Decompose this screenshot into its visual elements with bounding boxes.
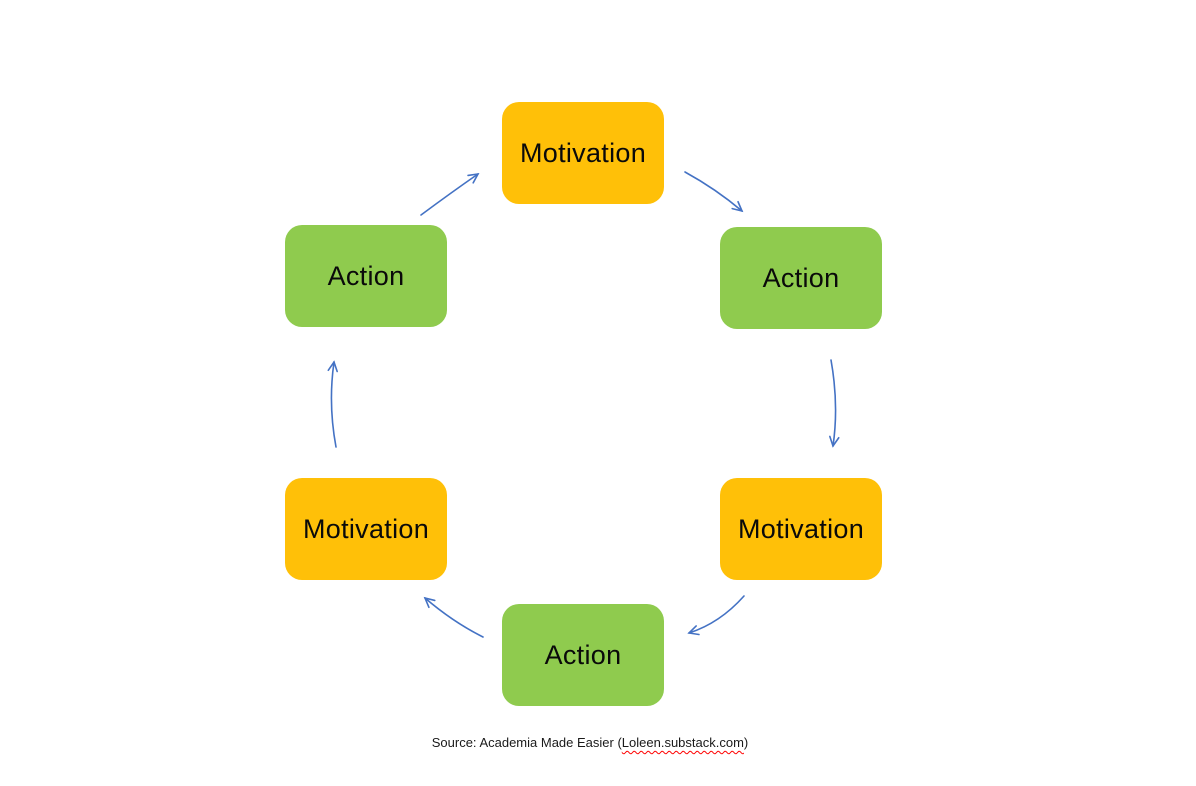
arrow-motivation-top-to-action-right-icon — [684, 171, 744, 213]
node-label: Motivation — [737, 513, 865, 544]
node-action-top-left: Action — [285, 225, 447, 327]
node-label: Motivation — [302, 513, 430, 544]
arrow-motivation-right-to-action-bottom-icon — [687, 595, 745, 636]
caption-suffix: ) — [743, 735, 749, 750]
caption-flagged-word: Loleen.substack.com — [621, 735, 744, 750]
node-action-top-right: Action — [720, 227, 882, 329]
node-label: Action — [762, 262, 840, 293]
node-label: Action — [327, 260, 405, 291]
arrow-action-bottom-to-motivation-left-icon — [423, 596, 484, 638]
arrow-motivation-left-to-action-left-icon — [327, 360, 338, 448]
node-action-bottom: Action — [502, 604, 664, 706]
node-motivation-left: Motivation — [285, 478, 447, 580]
arrow-action-left-to-motivation-top-icon — [420, 172, 480, 216]
caption-prefix: Source: Academia Made Easier ( — [431, 735, 622, 750]
source-caption: Source: Academia Made Easier (Loleen.sub… — [432, 735, 749, 750]
node-motivation-top: Motivation — [502, 102, 664, 204]
node-motivation-right: Motivation — [720, 478, 882, 580]
arrow-action-right-to-motivation-right-icon — [829, 359, 840, 448]
node-label: Action — [544, 639, 622, 670]
node-label: Motivation — [519, 137, 647, 168]
